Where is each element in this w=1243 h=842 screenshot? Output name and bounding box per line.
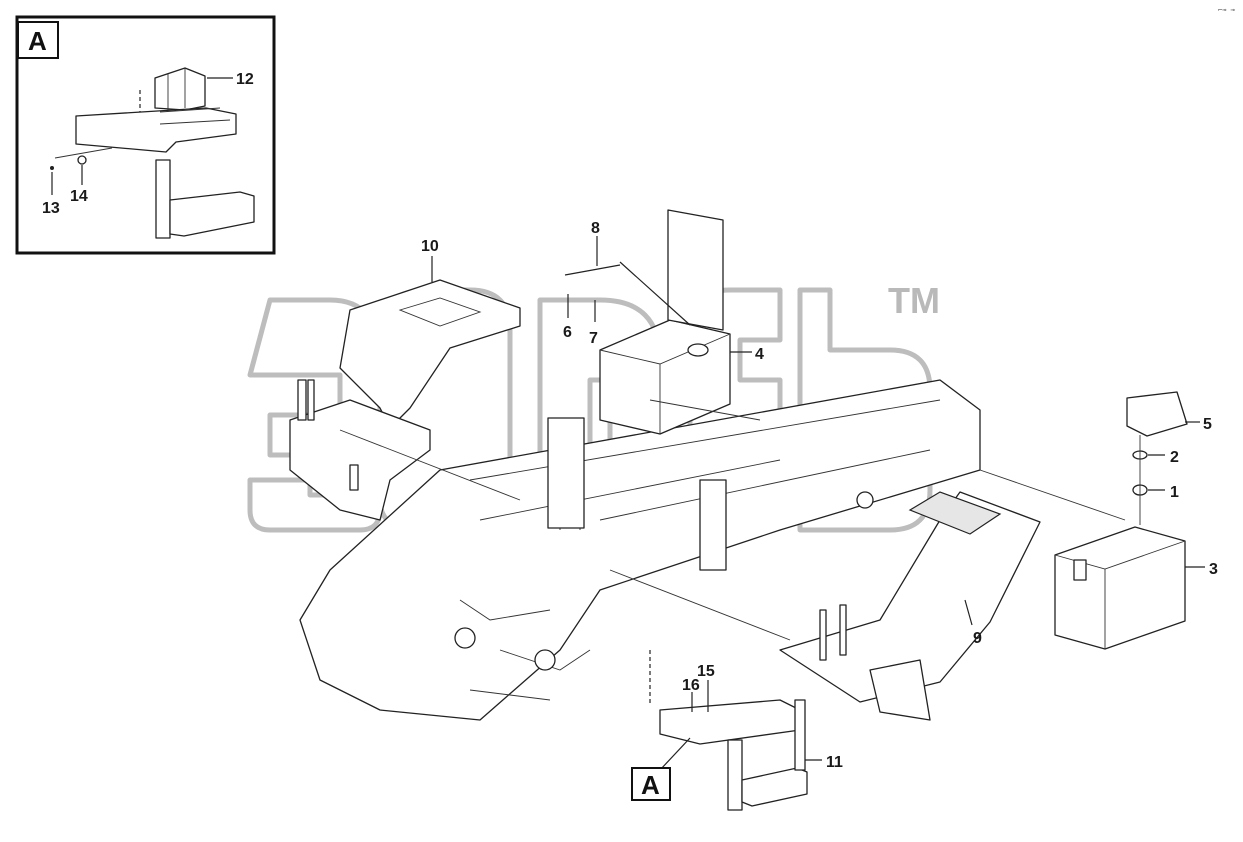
part-9-step xyxy=(779,491,1041,721)
callout-6: 6 xyxy=(563,324,572,341)
part-5-cover xyxy=(1126,391,1188,437)
callout-5: 5 xyxy=(1203,416,1212,433)
callout-1: 1 xyxy=(1170,484,1179,501)
callout-2: 2 xyxy=(1170,449,1179,466)
callout-16: 16 xyxy=(682,677,700,694)
callout-labels: 1 2 3 4 5 6 7 8 9 10 11 12 13 14 15 16 xyxy=(42,71,1218,771)
part-4-toolbox xyxy=(564,209,731,435)
callout-4: 4 xyxy=(755,346,764,363)
detail-tag-inset: A xyxy=(28,26,47,56)
leader-lines xyxy=(51,77,1205,771)
part-11-step xyxy=(649,650,808,811)
callout-13: 13 xyxy=(42,200,60,217)
callout-9: 9 xyxy=(973,630,982,647)
main-frame xyxy=(299,379,981,721)
callout-15: 15 xyxy=(697,663,715,680)
callout-8: 8 xyxy=(591,220,600,237)
detail-tag-bottom: A xyxy=(641,770,660,800)
part-10-bracket xyxy=(289,279,521,521)
detail-tag-box-bottom: A xyxy=(631,767,671,801)
detail-inset: A xyxy=(15,15,276,255)
watermark-tm: TM xyxy=(888,280,940,321)
part-3-battery xyxy=(1054,526,1186,650)
corner-mark: ⌐⊸ ⊸ xyxy=(1218,6,1236,14)
callout-10: 10 xyxy=(421,238,439,255)
callout-7: 7 xyxy=(589,330,598,347)
callout-14: 14 xyxy=(70,188,88,205)
callout-3: 3 xyxy=(1209,561,1218,578)
callout-12: 12 xyxy=(236,71,254,88)
callout-11: 11 xyxy=(826,754,843,771)
